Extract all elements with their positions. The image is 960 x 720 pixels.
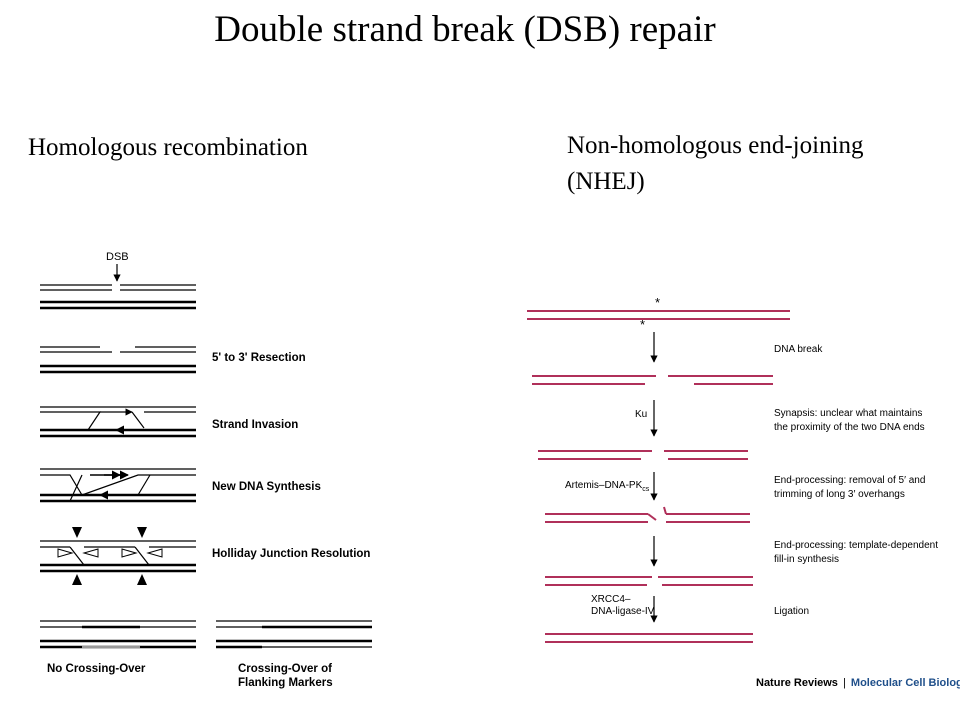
hr-row-holliday	[40, 527, 196, 585]
hr-step-3: New DNA Synthesis	[212, 481, 321, 493]
nhej-arrow-label-ligase: DNA-ligase-IV	[591, 606, 655, 617]
nhej-step-4b: fill-in synthesis	[774, 554, 839, 565]
nhej-step-2a: Synapsis: unclear what maintains	[774, 408, 922, 419]
nhej-step-3b: trimming of long 3′ overhangs	[774, 489, 905, 500]
hr-row-resection	[40, 346, 196, 374]
hr-row-dsb	[40, 284, 196, 310]
credit-separator: |	[843, 677, 846, 689]
nhej-arrow-label-xrcc4: XRCC4–	[591, 594, 631, 605]
hr-outcome-label-1: No Crossing-Over	[47, 663, 146, 675]
hr-step-4: Holliday Junction Resolution	[212, 548, 370, 560]
hr-step-1: 5' to 3' Resection	[212, 352, 306, 364]
nhej-arrow-label-ku: Ku	[635, 409, 647, 420]
page-title: Double strand break (DSB) repair	[214, 9, 716, 50]
nhej-heading-line2: (NHEJ)	[567, 168, 645, 195]
hr-heading: Homologous recombination	[28, 134, 308, 161]
hr-dsb-label: DSB	[106, 251, 129, 263]
figure-credit: Nature Reviews | Molecular Cell Biology	[756, 677, 960, 689]
hr-step-2: Strand Invasion	[212, 419, 298, 431]
nhej-arrow-label-artemis: Artemis–DNA-PKcs	[565, 480, 650, 493]
hr-panel: DSB 5' to 3' Resection	[40, 251, 372, 689]
nhej-step-labels: DNA break Synapsis: unclear what maintai…	[774, 344, 938, 617]
hr-outcome-label-3: Flanking Markers	[238, 677, 333, 689]
nhej-step-1: DNA break	[774, 344, 823, 355]
nhej-break-marker: *	[655, 295, 660, 310]
hr-outcome-label-2: Crossing-Over of	[238, 663, 332, 675]
hr-row-synthesis	[40, 468, 196, 503]
nhej-panel: * * Ku Artemis–DNA-PKcs XRCC4– DN	[527, 295, 790, 643]
nhej-step-3a: End-processing: removal of 5′ and	[774, 475, 925, 486]
nhej-step-2b: the proximity of the two DNA ends	[774, 422, 925, 433]
hr-outcome-no-crossover	[40, 620, 196, 649]
nhej-break-marker-2: *	[640, 317, 645, 332]
hr-outcome-crossover	[216, 620, 372, 649]
credit-journal: Molecular Cell Biology	[850, 677, 960, 689]
nhej-heading-line1: Non-homologous end-joining	[567, 132, 864, 159]
hr-row-invasion	[40, 406, 196, 438]
credit-publisher: Nature Reviews	[756, 677, 838, 689]
nhej-step-4a: End-processing: template-dependent	[774, 540, 938, 551]
nhej-heading: Non-homologous end-joining (NHEJ)	[567, 128, 864, 200]
nhej-step-5: Ligation	[774, 606, 809, 617]
